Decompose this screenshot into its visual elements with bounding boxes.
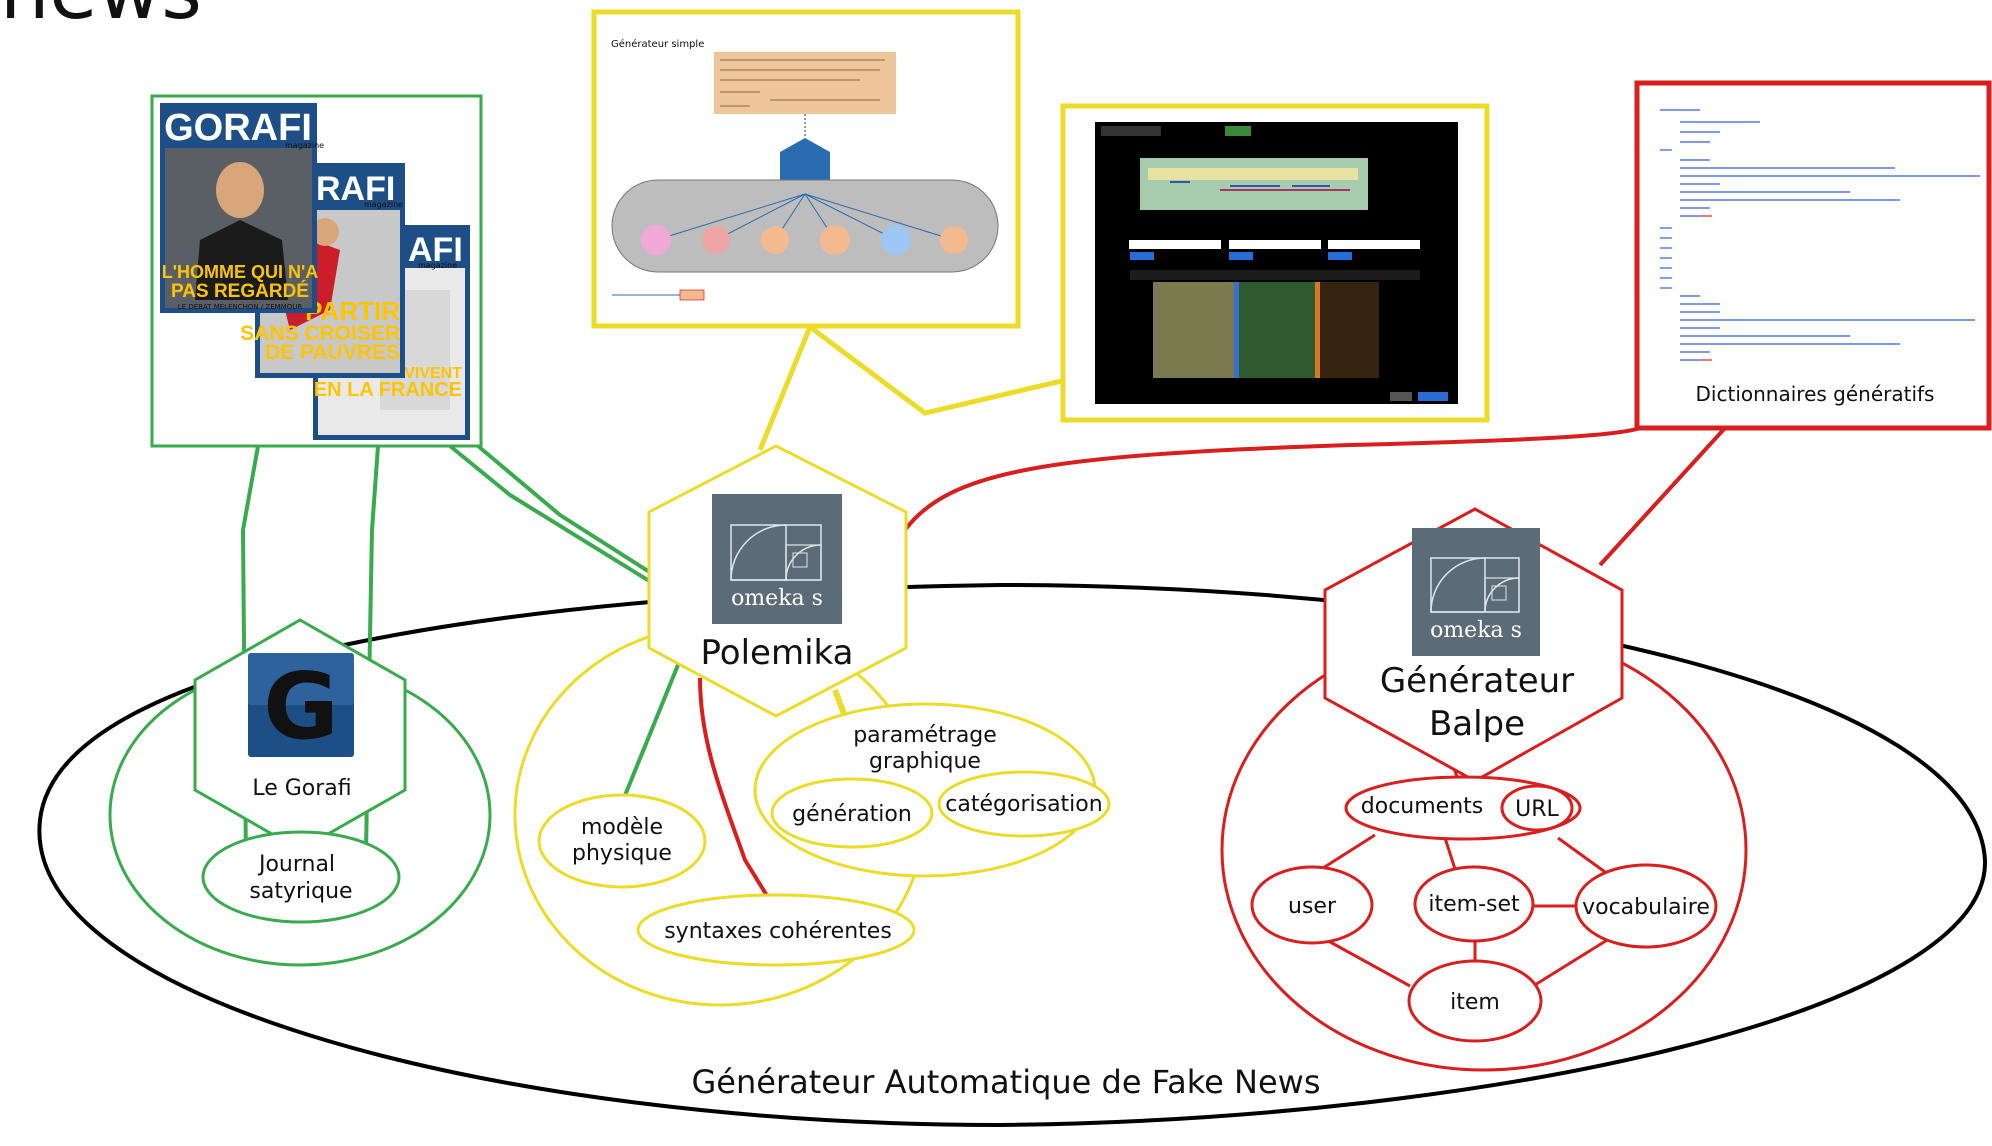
gorafi-label: Le Gorafi [252, 776, 351, 801]
syntaxes-node[interactable] [636, 893, 916, 967]
journal-label-line1: Journal [257, 852, 335, 877]
cover1-footer: LE DÉBAT MÉLENCHON / ZEMMOUR [178, 302, 303, 311]
green-connector-4 [476, 444, 672, 587]
outer-label: Générateur Automatique de Fake News [692, 1063, 1321, 1101]
screenshot-simple-title: Générateur simple [611, 38, 704, 50]
cover2-headline1: PARTIR [305, 296, 400, 326]
cover1-headline2: PAS REGARDÉ [171, 280, 309, 302]
red-connector-syntaxes [698, 677, 784, 922]
modele-label-line1: modèle [581, 815, 663, 840]
journal-satyrique-node[interactable] [201, 830, 401, 924]
dictionnaires-caption: Dictionnaires génératifs [1696, 382, 1935, 406]
syntaxes-label: syntaxes cohérentes [664, 919, 892, 944]
vocabulaire-label: vocabulaire [1582, 895, 1710, 920]
yellow-connector-2 [808, 324, 1101, 416]
header-title-fragment: news [0, 0, 202, 37]
balpe-omeka-logo: omeka s [1412, 528, 1540, 656]
generation-node[interactable] [770, 777, 934, 849]
cover3-sub: magazine [418, 261, 457, 270]
url-node[interactable] [1500, 784, 1574, 832]
cover3-headline2: EN LA FRANCE [314, 379, 462, 401]
item-set-node[interactable] [1413, 865, 1535, 943]
screenshot-dark-app [1060, 103, 1490, 423]
vocabulaire-node[interactable] [1574, 863, 1718, 949]
item-label: item [1450, 990, 1500, 1015]
yellow-connector-1 [757, 326, 813, 451]
parametrage-label-line1: paramétrage [853, 723, 997, 748]
cover2-headline2: SANS CROISER [240, 322, 400, 345]
balpe-label-line1: Générateur [1380, 661, 1574, 701]
url-label: URL [1515, 797, 1559, 822]
cover2-headline3: DE PAUVRES [265, 341, 400, 364]
user-node[interactable] [1250, 865, 1374, 945]
item-node[interactable] [1407, 959, 1543, 1043]
red-connector-dictionnaires [903, 426, 1641, 532]
gorafi-logo-shine [248, 653, 354, 705]
cover3-title: AFI [408, 231, 463, 269]
balpe-label-line2: Balpe [1429, 704, 1525, 744]
green-connector-5 [613, 659, 682, 821]
dictionnaires-panel: Dictionnaires génératifs [1634, 80, 1992, 431]
magazine-cover-1: GORAFI magazine L'HOMME QUI N'A PAS REGA… [160, 103, 324, 313]
item-set-label: item-set [1428, 892, 1520, 917]
cover1-title: GORAFI [164, 107, 312, 149]
categorisation-label: catégorisation [945, 792, 1102, 817]
cover1-headline1: L'HOMME QUI N'A [162, 262, 319, 282]
polemika-label: Polemika [701, 633, 854, 673]
cover3-headline1: VIVENT [404, 365, 462, 382]
green-connector-3 [448, 444, 682, 602]
balpe-omeka-word: omeka s [1430, 618, 1522, 643]
polemika-omeka-word: omeka s [731, 586, 823, 611]
documents-label: documents [1361, 794, 1483, 819]
polemika-omeka-logo: omeka s [712, 494, 842, 624]
user-label: user [1288, 894, 1337, 919]
gorafi-logo-letter: G [263, 653, 339, 760]
parametrage-label-line2: graphique [869, 749, 981, 774]
generation-label: génération [792, 802, 912, 827]
red-connector-balpe [1598, 426, 1727, 567]
screenshot-generateur-simple: Générateur simple [591, 9, 1021, 329]
cover2-title: RAFI [316, 170, 395, 208]
modele-physique-node[interactable] [537, 793, 707, 889]
cover1-sub: magazine [285, 141, 324, 150]
modele-label-line2: physique [572, 841, 672, 866]
outer-ellipse [37, 582, 1988, 1128]
journal-label-line2: satyrique [249, 879, 352, 904]
categorisation-node[interactable] [937, 770, 1111, 838]
cover2-sub: magazine [364, 200, 403, 209]
